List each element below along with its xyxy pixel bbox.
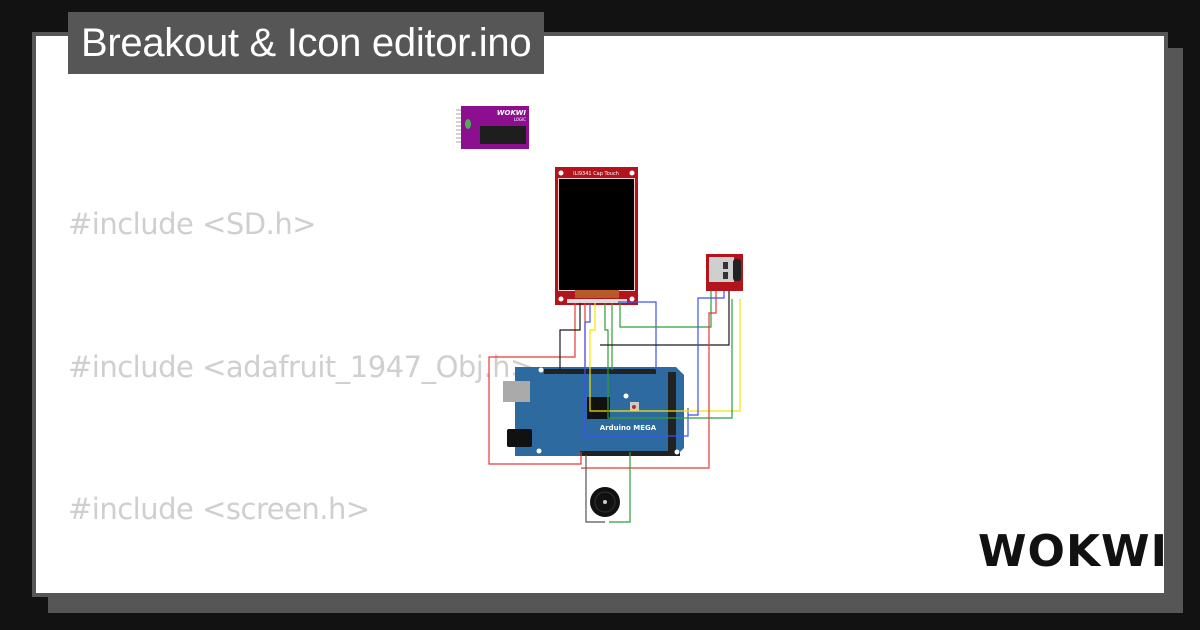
project-title: Breakout & Icon editor.ino [68,12,545,74]
sd-card-module [706,254,743,291]
code-preview: #include <SD.h> #include <adafruit_1947_… [68,106,1108,593]
wires [488,291,741,523]
buzzer [590,487,620,517]
wokwi-logo: WOKWI [978,526,1168,577]
svg-text:LOGIC: LOGIC [514,117,527,122]
svg-text:Arduino MEGA: Arduino MEGA [600,424,657,432]
svg-text:ILI9341 Cap Touch: ILI9341 Cap Touch [573,171,619,177]
code-line: #include <adafruit_1947_Obj.h> [68,349,534,384]
logic-analyzer: WOKWI LOGIC [456,106,529,149]
code-line: #include <SD.h> [68,207,317,241]
code-line: #include <screen.h> [68,492,370,526]
ili9341-display: ILI9341 Cap Touch [555,167,638,305]
svg-text:WOKWI: WOKWI [497,109,527,117]
